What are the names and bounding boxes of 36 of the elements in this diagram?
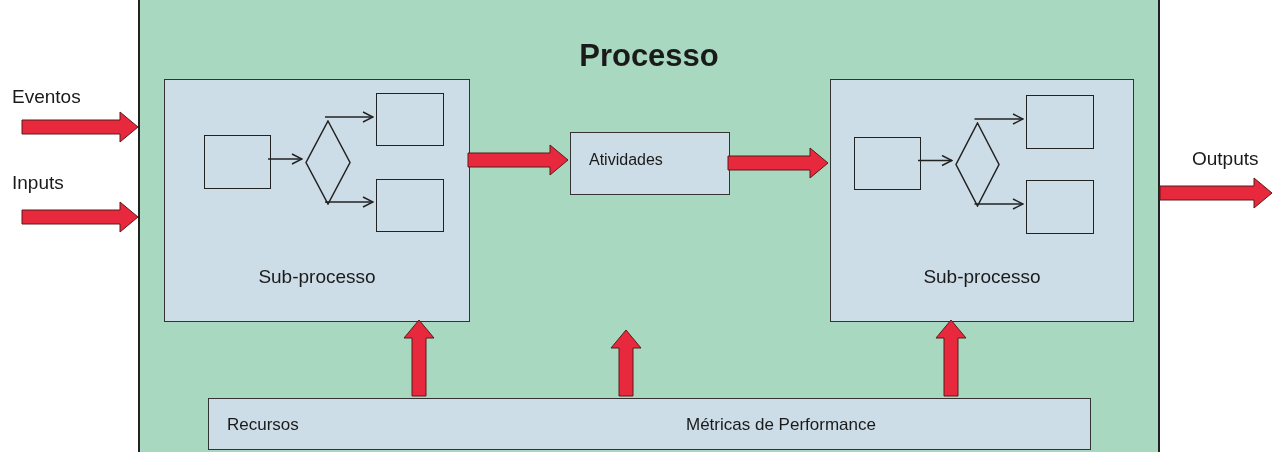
activity-box — [570, 132, 730, 195]
subprocess-box — [164, 79, 470, 322]
arrow — [973, 113, 1024, 125]
block-arrow — [403, 319, 435, 397]
arrow — [324, 111, 374, 123]
bar-label: Métricas de Performance — [686, 415, 876, 435]
process-box — [1026, 95, 1094, 149]
node-label: Atividades — [589, 151, 663, 169]
arrow — [324, 196, 374, 208]
node-label: Sub-processo — [257, 266, 377, 288]
bar-label: Recursos — [227, 415, 299, 435]
decision-diamond — [305, 120, 351, 205]
flow-label: Inputs — [12, 172, 64, 194]
decision-diamond — [955, 122, 1000, 207]
block-arrow — [1159, 177, 1273, 209]
flow-label: Outputs — [1192, 148, 1259, 170]
node-label: Sub-processo — [922, 266, 1042, 288]
flow-label: Eventos — [12, 86, 81, 108]
process-box — [854, 137, 921, 190]
arrow — [267, 153, 303, 165]
arrow — [917, 154, 953, 167]
block-arrow — [727, 147, 829, 179]
arrow — [973, 198, 1024, 210]
process-box — [376, 179, 444, 232]
process-box — [376, 93, 444, 146]
process-box — [1026, 180, 1094, 234]
resources-bar — [208, 398, 1091, 450]
process-container — [138, 0, 1160, 452]
block-arrow — [21, 111, 139, 143]
block-arrow — [610, 329, 642, 397]
subprocess-box — [830, 79, 1134, 322]
block-arrow — [935, 319, 967, 397]
process-box — [204, 135, 271, 189]
block-arrow — [467, 144, 569, 176]
block-arrow — [21, 201, 139, 233]
container-heading: Processo — [578, 38, 720, 74]
